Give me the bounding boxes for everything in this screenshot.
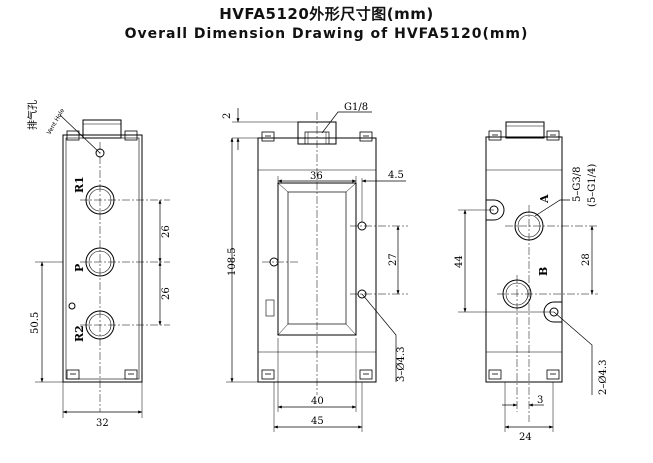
right-corner-screws xyxy=(488,130,560,380)
dim-26-upper: 26 xyxy=(161,225,172,238)
holes-3-d4-3: 3–Ø4.3 xyxy=(396,347,407,382)
middle-view-labels: 2 G1/8 36 4.5 108.5 27 3–Ø4.3 40 45 xyxy=(222,102,407,427)
middle-view xyxy=(226,108,408,432)
dim-26-lower: 26 xyxy=(161,287,172,300)
dim-108-5: 108.5 xyxy=(227,247,238,276)
label-p: P xyxy=(73,264,86,272)
label-r2: R2 xyxy=(73,325,86,342)
dim-3: 3 xyxy=(537,395,543,406)
label-a: A xyxy=(538,194,551,204)
right-body xyxy=(485,136,563,383)
dim-27: 27 xyxy=(388,253,399,266)
dim-40: 40 xyxy=(311,396,324,407)
right-view xyxy=(458,121,598,432)
vent-label-cn: 排气孔 xyxy=(26,100,39,130)
title-block: HVFA5120外形尺寸图(mm) Overall Dimension Draw… xyxy=(0,4,653,44)
left-view-labels: 排气孔 Vent Hole R1 P R2 26 26 50.5 32 xyxy=(26,100,172,429)
dim-28: 28 xyxy=(581,253,592,266)
title-chinese: HVFA5120外形尺寸图(mm) xyxy=(219,5,434,23)
title-english: Overall Dimension Drawing of HVFA5120(mm… xyxy=(124,26,529,42)
dim-44: 44 xyxy=(454,255,465,268)
label-r1: R1 xyxy=(73,176,86,193)
middle-corner-screws xyxy=(261,131,373,380)
vent-label-en: Vent Hole xyxy=(46,107,67,136)
right-top-cap xyxy=(505,121,545,139)
holes-2-d4-3: 2–Ø4.3 xyxy=(598,360,609,395)
dim-45: 45 xyxy=(311,416,324,427)
right-view-labels: A B 5–G3/8 (5–G1/4) 44 28 2–Ø4.3 3 24 xyxy=(454,164,609,443)
left-body xyxy=(62,134,143,383)
left-view xyxy=(35,114,170,418)
dim-24: 24 xyxy=(519,432,532,443)
dim-2: 2 xyxy=(222,113,233,119)
thread-g18: G1/8 xyxy=(344,102,368,113)
thread-5-g3-8: 5–G3/8 xyxy=(572,167,583,202)
thread-5-g1-4: (5–G1/4) xyxy=(587,164,598,207)
left-mount-hole xyxy=(68,302,76,310)
dim-50-5: 50.5 xyxy=(30,312,41,334)
dim-32: 32 xyxy=(96,418,109,429)
left-corner-screws xyxy=(66,130,138,380)
dim-36: 36 xyxy=(310,171,323,182)
right-upper-ear xyxy=(486,199,505,221)
dim-4-5: 4.5 xyxy=(388,170,404,181)
label-b: B xyxy=(537,267,550,276)
